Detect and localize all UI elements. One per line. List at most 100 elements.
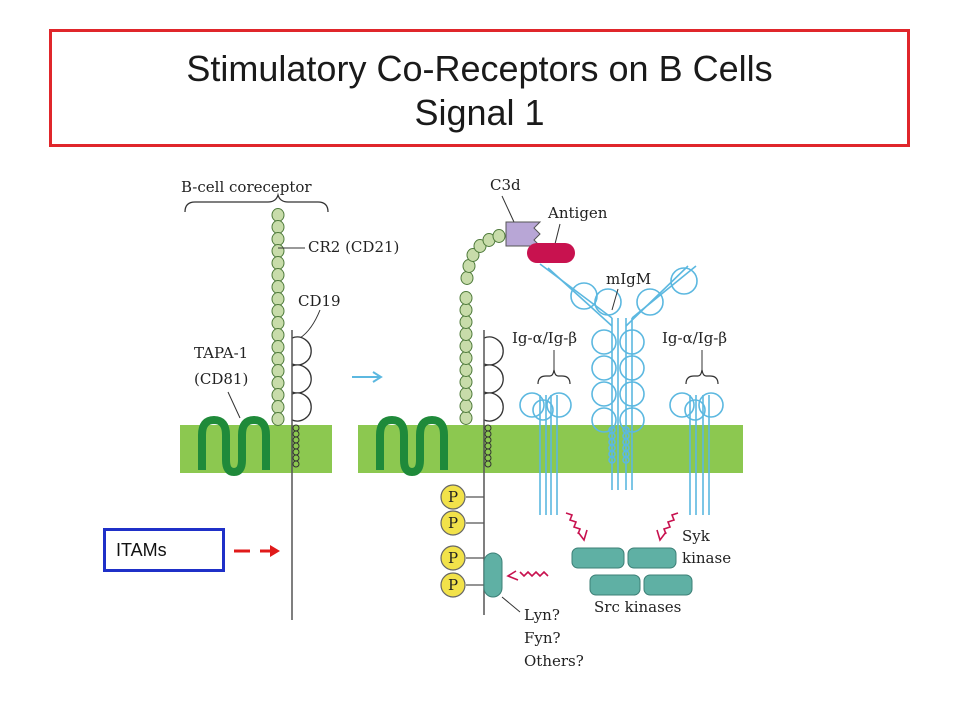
cr2-bead: [271, 304, 285, 318]
cr2-bead: [459, 399, 473, 413]
antigen-label: Antigen: [547, 204, 608, 222]
cr2-bead: [271, 268, 285, 282]
cr2-bead: [271, 232, 285, 246]
itams-label-box: ITAMs: [103, 528, 225, 572]
cr2-bead: [271, 328, 285, 342]
cd19-domains-right: [483, 336, 504, 422]
cr2-bead: [459, 351, 473, 365]
itams-label: ITAMs: [116, 540, 167, 560]
cr2-bead: [271, 364, 285, 378]
igm-arm: [547, 267, 613, 327]
cr2-bead: [271, 316, 285, 330]
cr2-label: CR2 (CD21): [308, 238, 399, 256]
migm-receptor: [519, 263, 724, 515]
cr2-bead: [271, 244, 285, 258]
syk-left-arrowhead: [577, 529, 588, 542]
cr2-chain-right: [459, 229, 506, 425]
syk-label: Syk: [682, 527, 711, 545]
lyn-leader: [501, 596, 521, 613]
cd19-label: CD19: [298, 292, 341, 310]
cr2-bead: [271, 220, 285, 234]
c3d-fragment: [505, 221, 542, 247]
lyn-arrowhead: [506, 570, 519, 581]
ig-domain: [669, 392, 695, 418]
phosphate-groups: [440, 484, 466, 598]
cr2-bead: [459, 411, 473, 425]
lyn-squiggle-arrow: [519, 570, 549, 578]
cd19-transmembrane-right: [484, 424, 492, 468]
ig-domain: [591, 329, 617, 355]
src-kinase-right: [643, 574, 693, 596]
phosphate-2: [440, 510, 466, 536]
cr2-bead: [459, 315, 473, 329]
ig-domain: [670, 267, 698, 295]
ig-domain: [684, 399, 706, 421]
cr2-chain-left: [271, 208, 285, 426]
bcell-coreceptor-brace: [184, 192, 329, 213]
tapa1-label: TAPA-1: [194, 344, 248, 362]
bcell-coreceptor-label: B-cell coreceptor: [181, 178, 312, 196]
cr2-bead: [271, 412, 285, 426]
itams-arrow: [234, 545, 280, 557]
cd81-label: (CD81): [194, 370, 248, 388]
cr2-bead: [271, 376, 285, 390]
ig-domain: [636, 288, 664, 316]
others-label: Others?: [524, 652, 584, 670]
kinase-label: kinase: [682, 549, 731, 567]
igm-tm-coil: [608, 456, 616, 464]
ig-domain: [546, 392, 572, 418]
antigen-leader: [554, 223, 561, 245]
syk-kinase-right: [627, 547, 677, 569]
ig-alpha-beta-left-label: Ig-α/Ig-β: [512, 329, 577, 347]
cr2-bead: [271, 208, 285, 222]
cd19-domains-left: [291, 336, 312, 422]
igm-arm: [625, 265, 689, 327]
cr2-bead: [459, 303, 473, 317]
igm-arm: [539, 263, 613, 319]
syk-right-squiggle: [662, 512, 679, 535]
ig-domain: [519, 392, 545, 418]
syk-left-squiggle: [565, 512, 582, 535]
syk-right-arrowhead: [656, 529, 667, 542]
phosphate-label-3: P: [448, 549, 458, 567]
antigen-shape: [527, 243, 575, 263]
cd19-leader: [299, 309, 321, 339]
cr2-bead: [271, 352, 285, 366]
lyn-label: Lyn?: [524, 606, 560, 624]
migm-label: mIgM: [606, 270, 651, 288]
cr2-bead: [271, 340, 285, 354]
title-line-2: Signal 1: [414, 92, 545, 133]
ig-domain: [591, 381, 617, 407]
lyn-kinase: [483, 552, 503, 598]
cr2-bead: [271, 292, 285, 306]
ig-right-brace: [685, 369, 719, 385]
ig-domain: [591, 355, 617, 381]
syk-kinase-left: [571, 547, 625, 569]
phosphate-4: [440, 572, 466, 598]
cr2-bead: [459, 363, 473, 377]
igm-tm-coil: [622, 456, 630, 464]
cr2-bead: [459, 327, 473, 341]
cr2-bead: [459, 387, 473, 401]
cr2-bead: [459, 375, 473, 389]
src-kinase-left: [589, 574, 641, 596]
cr2-bead: [271, 400, 285, 414]
transition-arrow: [352, 371, 383, 383]
ig-alpha-beta-right-label: Ig-α/Ig-β: [662, 329, 727, 347]
cd19-tm-coil: [484, 460, 492, 468]
tapa1-protein-right: [376, 416, 448, 476]
cr2-bead: [271, 388, 285, 402]
src-kinases-label: Src kinases: [594, 598, 681, 616]
ig-domain: [532, 399, 554, 421]
migm-leader: [611, 288, 619, 311]
phosphate-label-4: P: [448, 576, 458, 594]
phosphate-3: [440, 545, 466, 571]
phospho-links: [466, 496, 484, 586]
phosphate-label-1: P: [448, 488, 458, 506]
ig-left-brace: [537, 369, 571, 385]
title-line-1: Stimulatory Co-Receptors on B Cells: [186, 48, 773, 89]
c3d-label: C3d: [490, 176, 521, 194]
tapa1-protein-left: [198, 416, 270, 476]
cr2-bead: [460, 271, 474, 285]
title-box: Stimulatory Co-Receptors on B Cells Sign…: [49, 29, 910, 147]
